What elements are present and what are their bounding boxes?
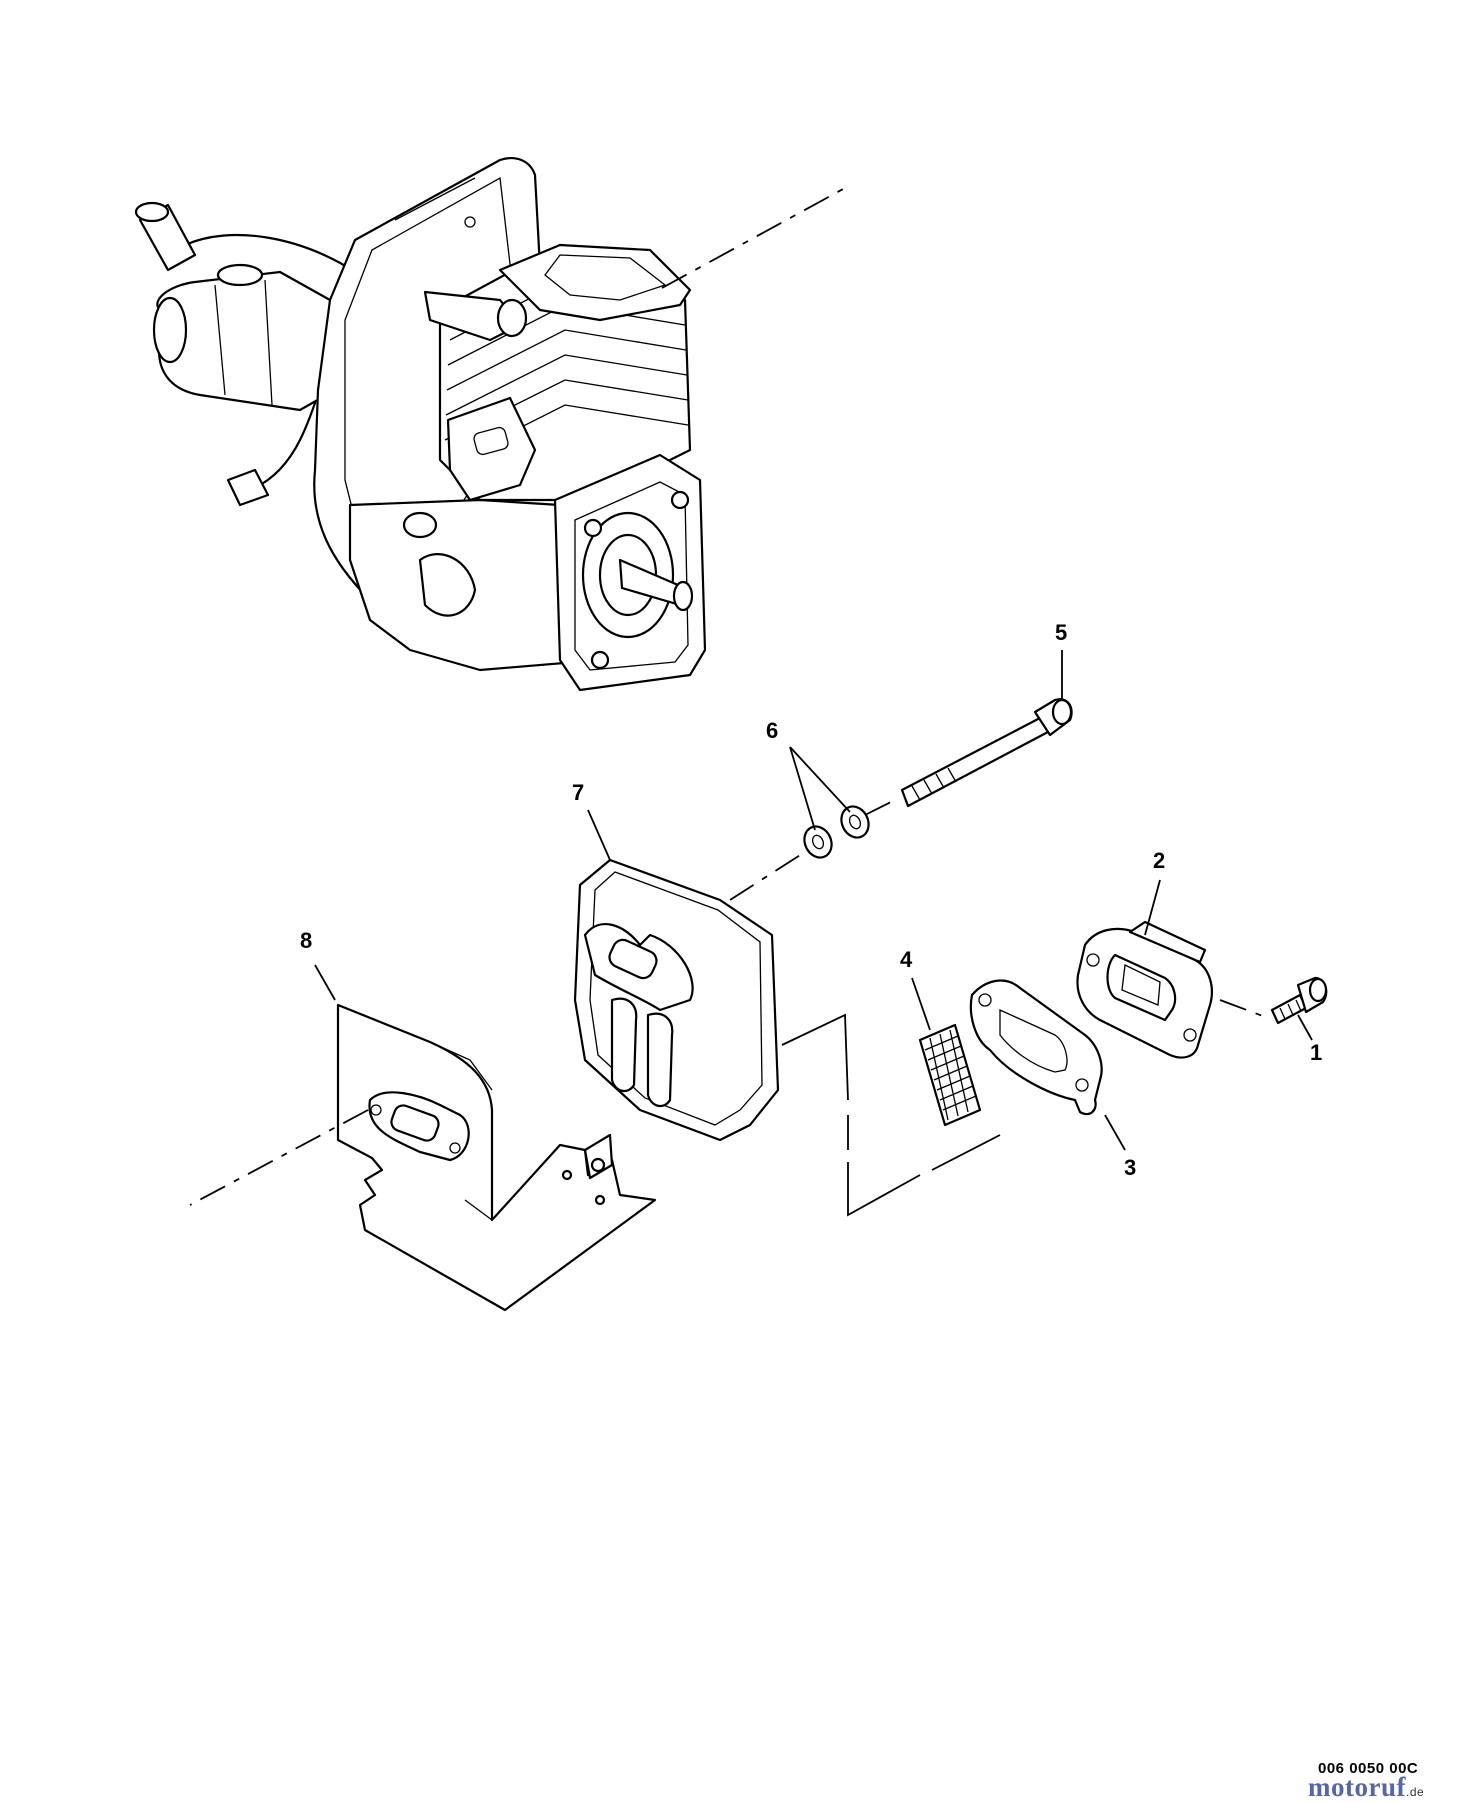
engine-assembly [134,157,707,692]
drawing-number: 006 0050 00C [1318,1760,1419,1777]
callout-7: 7 [572,780,584,805]
callout-5: 5 [1055,620,1067,645]
part-3-gasket [969,979,1103,1116]
leader-8 [314,964,336,1001]
callout-4: 4 [900,947,913,972]
part-2-flange [1076,920,1213,1059]
callout-6: 6 [766,718,778,743]
watermark-tld: .de [1405,1785,1425,1799]
leader-3 [1104,1114,1126,1151]
part-4-spark-arrestor-screen [918,1023,982,1127]
callout-2: 2 [1153,848,1165,873]
muffler-to-washer-centerline [729,849,809,901]
part-7-muffler [573,858,780,1142]
watermark-logo: motoruf.de [1308,1772,1424,1803]
leader-4 [911,977,931,1031]
engine-centerline [661,187,846,289]
washer-to-bolt-centerline [864,799,896,816]
part-6-washers [803,805,870,859]
callout-1: 1 [1310,1040,1322,1065]
watermark-brand: motoruf [1308,1772,1406,1802]
part-8-heat-shield [336,1003,657,1312]
leader-6b [789,746,851,813]
leader-7 [587,809,611,861]
part-5-bolt [900,698,1073,808]
flange-to-screw-centerline [1219,999,1269,1019]
callout-3: 3 [1124,1155,1136,1180]
callout-8: 8 [300,928,312,953]
part-1-screw [1270,976,1328,1025]
leader-1 [1297,1014,1313,1041]
leader-6a [789,746,816,831]
muffler-to-gasket-path [781,1013,1001,1217]
shield-centerline [189,1109,369,1206]
leader-2 [1144,879,1161,936]
